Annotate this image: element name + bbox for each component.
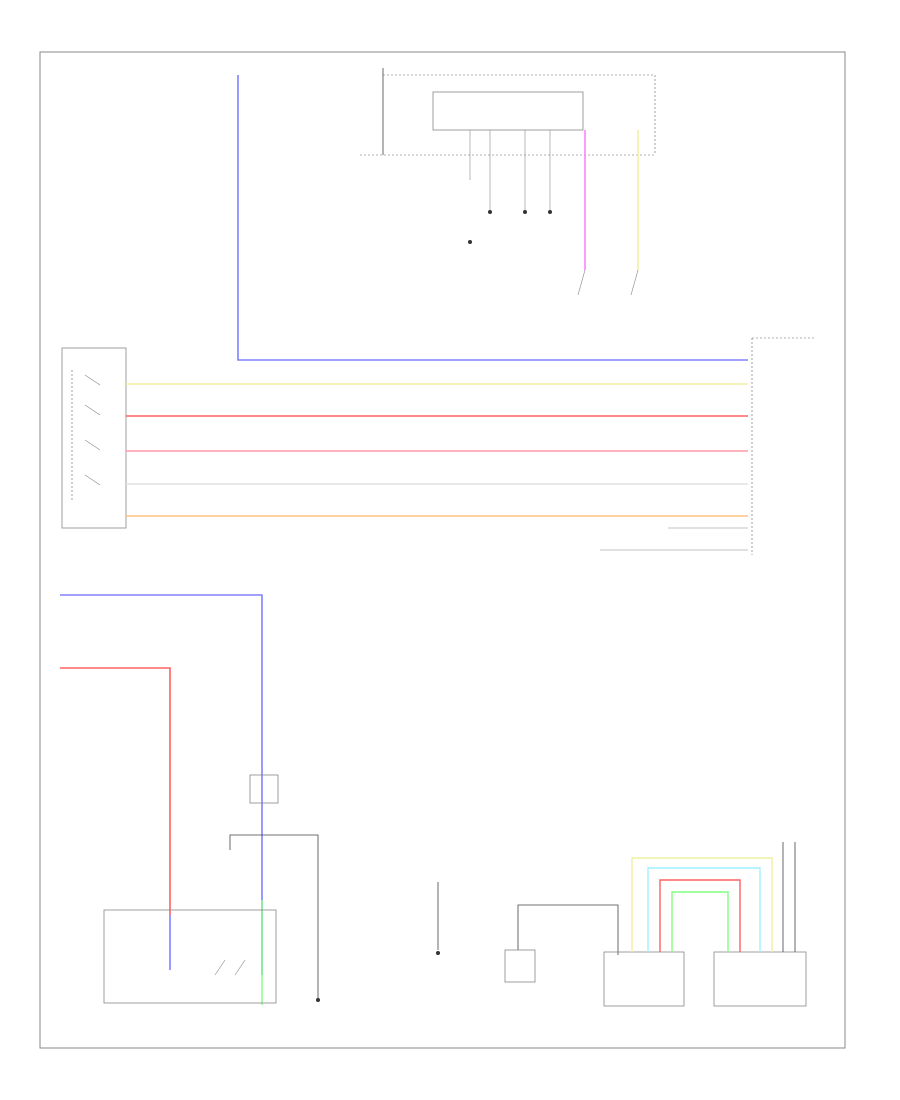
control-module-right [713, 951, 807, 1007]
red-wire-lower-right [659, 879, 741, 952]
red-wire-lower [60, 667, 171, 915]
switch-contact-3 [84, 439, 101, 451]
yellow-wire-lower-right [631, 857, 773, 952]
left-front-seat-switch [61, 347, 127, 529]
switch-contact-2 [84, 404, 101, 416]
cyan-wire-lower-right [647, 867, 761, 952]
buckle-switch-box [249, 774, 279, 804]
left-front-seat-heater-connector [600, 337, 815, 555]
green-wire-lower-right [671, 891, 729, 952]
sensor-box-small [504, 949, 536, 983]
belt-switch-contact-2 [234, 959, 246, 976]
blue-wire-power [237, 75, 748, 361]
belt-ground-wire [229, 834, 319, 998]
switch-lever-2 [630, 269, 639, 296]
control-module-left [603, 951, 685, 1007]
seat-switch-box [61, 347, 127, 529]
front-seat-belt-assembly-box [103, 909, 277, 1004]
ground-dot-3 [548, 210, 552, 214]
lower-right-modules [436, 842, 807, 1007]
ground-point-lower-right [436, 951, 440, 955]
ground-point-belt [316, 998, 320, 1002]
blue-wire-lower [60, 594, 263, 975]
diagram-frame [39, 51, 846, 1049]
seat-heater-module-group [360, 68, 656, 296]
signal-wire-to-module [517, 904, 619, 955]
switch-lever-1 [577, 269, 586, 296]
ground-dot-2 [523, 210, 527, 214]
seat-heater-module-box [432, 91, 584, 131]
switch-contact-1 [84, 374, 101, 386]
ground-dot-1 [488, 210, 492, 214]
switch-contact-4 [84, 474, 101, 486]
belt-switch-contact-1 [214, 959, 226, 976]
ground-dot-4 [468, 240, 472, 244]
